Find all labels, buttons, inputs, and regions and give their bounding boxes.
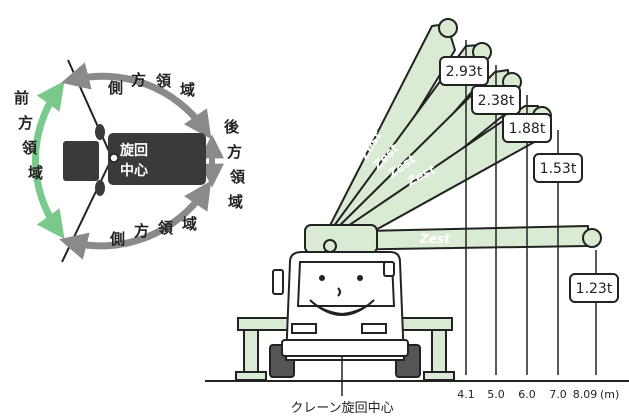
rear-zone-label: 後方領域	[223, 118, 246, 211]
load-tag-2: 2.38t	[478, 93, 515, 109]
load-tag-box	[569, 273, 619, 303]
boom-head-1	[438, 18, 458, 38]
vehicle-wheel	[95, 180, 105, 196]
cab-label-line2: 中心	[120, 162, 148, 179]
load-tag-box	[533, 153, 583, 183]
side-zone-top-label: 側方領域	[107, 71, 195, 99]
side-zone-top-arc	[61, 62, 212, 140]
zone-label-char: 方	[227, 143, 242, 161]
zone-label-char: 方	[18, 114, 33, 132]
zone-label-char: 側	[109, 230, 125, 248]
swing-area-diagram: 旋回 中心 前方領域 側方領域 側方領域 後方領域	[14, 59, 246, 263]
front-zone-label: 前方領域	[14, 89, 43, 182]
load-tag-box	[439, 56, 489, 86]
crane-turret	[304, 224, 378, 254]
distance-label-2: 5.0	[487, 388, 505, 401]
cab-smile	[309, 299, 375, 316]
cab-windshield	[296, 261, 396, 307]
swing-center-caption: クレーン旋回中心	[290, 401, 393, 416]
swing-center-dot	[109, 153, 119, 163]
cab-mirror-right	[383, 261, 395, 277]
vehicle-wheel	[95, 124, 105, 140]
front-zone-arc	[32, 80, 65, 240]
side-zone-bottom-arc	[59, 180, 212, 260]
side-zone-bottom-label: 側方領域	[109, 215, 197, 248]
zone-label-char: 側	[107, 79, 123, 97]
headlight-right	[361, 323, 387, 334]
cab-nose	[337, 287, 341, 297]
vehicle-cab-body	[108, 133, 206, 185]
boom-logo-5: Zest	[419, 232, 451, 246]
load-tag-box	[502, 113, 552, 143]
zone-label-char: 領	[230, 168, 246, 186]
zone-label-char: 域	[28, 164, 43, 182]
zone-label-char: 領	[156, 72, 172, 90]
outrigger-right-beam	[399, 317, 453, 331]
distance-label-3: 6.0	[518, 388, 536, 401]
load-tag-1: 2.93t	[446, 64, 483, 80]
load-tag-3: 1.88t	[509, 121, 546, 137]
zone-label-char: 方	[131, 71, 146, 89]
crane-pivot	[323, 239, 337, 253]
headlight-left	[291, 323, 317, 334]
distance-unit: (m)	[600, 388, 619, 401]
load-tag-box	[471, 85, 521, 115]
cab-eye-left	[319, 275, 325, 281]
vehicle-front-block	[63, 141, 99, 181]
cab-label-line1: 旋回	[119, 142, 148, 159]
zone-label-char: 領	[22, 139, 38, 157]
cab-bumper	[281, 339, 409, 357]
zone-label-char: 後	[223, 118, 240, 136]
zone-label-char: 域	[228, 193, 243, 211]
outrigger-left-jack	[243, 329, 259, 375]
boom-group	[304, 18, 602, 254]
outrigger-left-beam	[237, 317, 291, 331]
zone-label-char: 域	[180, 81, 195, 99]
zone-label-char: 前	[14, 89, 29, 107]
outrigger-left-pad	[235, 371, 267, 381]
cab-eye-right	[357, 275, 363, 281]
outrigger-right-jack	[431, 329, 447, 375]
boom-head-5	[582, 228, 602, 248]
distance-label-4: 7.0	[549, 388, 567, 401]
zone-label-char: 方	[134, 222, 149, 240]
crane-load-chart: Zest Zest Zest Zest Zest 2.93t 2.38t 1.8…	[205, 18, 629, 416]
zone-label-char: 領	[158, 219, 174, 237]
cab-mirror-left	[272, 269, 284, 295]
outrigger-right-pad	[423, 371, 455, 381]
load-tag-5: 1.23t	[576, 281, 613, 297]
load-tags: 2.93t 2.38t 1.88t 1.53t 1.23t	[439, 56, 619, 303]
zone-label-char: 域	[182, 215, 197, 233]
load-tag-4: 1.53t	[540, 161, 577, 177]
distance-label-1: 4.1	[457, 388, 475, 401]
distance-label-5: 8.09	[573, 388, 598, 401]
truck-front-view	[235, 251, 455, 381]
